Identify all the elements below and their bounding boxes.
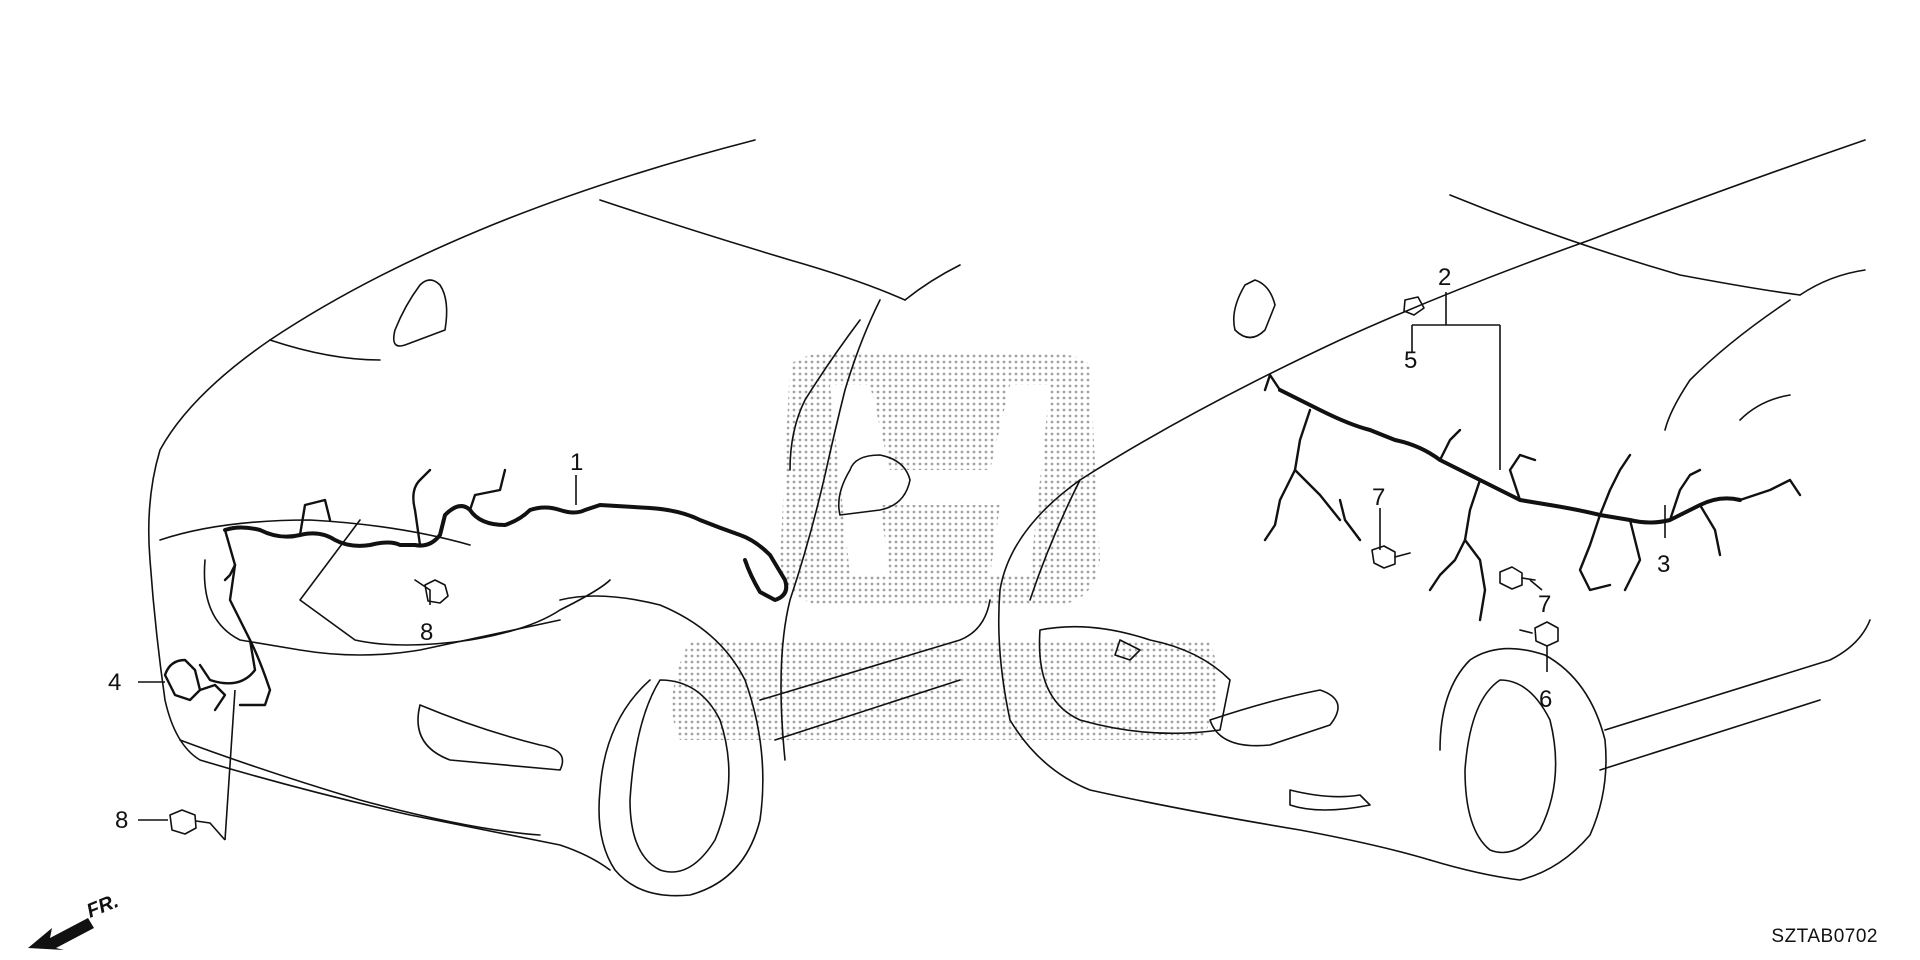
right-leaders — [1379, 292, 1666, 672]
diagram-code: SZTAB0702 — [1771, 926, 1878, 947]
callout-5: 5 — [1404, 347, 1417, 374]
dashboard-wire-harness — [1263, 373, 1802, 622]
bolt-8-lower — [169, 809, 211, 835]
callout-1: 1 — [570, 449, 583, 476]
callout-6: 6 — [1539, 686, 1552, 713]
clip-5 — [1403, 296, 1425, 316]
bolt-7-right — [1499, 566, 1536, 590]
main-wire-harness — [198, 468, 789, 707]
callout-8-lower: 8 — [115, 807, 128, 834]
left-leaders — [138, 475, 577, 841]
callout-7-right: 7 — [1538, 591, 1551, 618]
callout-7-left: 7 — [1372, 484, 1385, 511]
callout-3: 3 — [1657, 551, 1670, 578]
connector-4 — [163, 658, 227, 712]
callout-4: 4 — [108, 669, 121, 696]
callout-2: 2 — [1438, 264, 1451, 291]
honda-logo-watermark — [672, 352, 1218, 740]
right-car-outline — [997, 139, 1871, 881]
bolt-6 — [1519, 621, 1559, 647]
left-car-outline — [147, 139, 991, 897]
front-direction-arrow-icon: FR. — [28, 890, 122, 950]
bolt-8-upper — [414, 579, 449, 604]
bolt-7-left — [1371, 545, 1411, 569]
callout-8-upper: 8 — [420, 619, 433, 646]
front-direction-label: FR. — [84, 890, 122, 922]
